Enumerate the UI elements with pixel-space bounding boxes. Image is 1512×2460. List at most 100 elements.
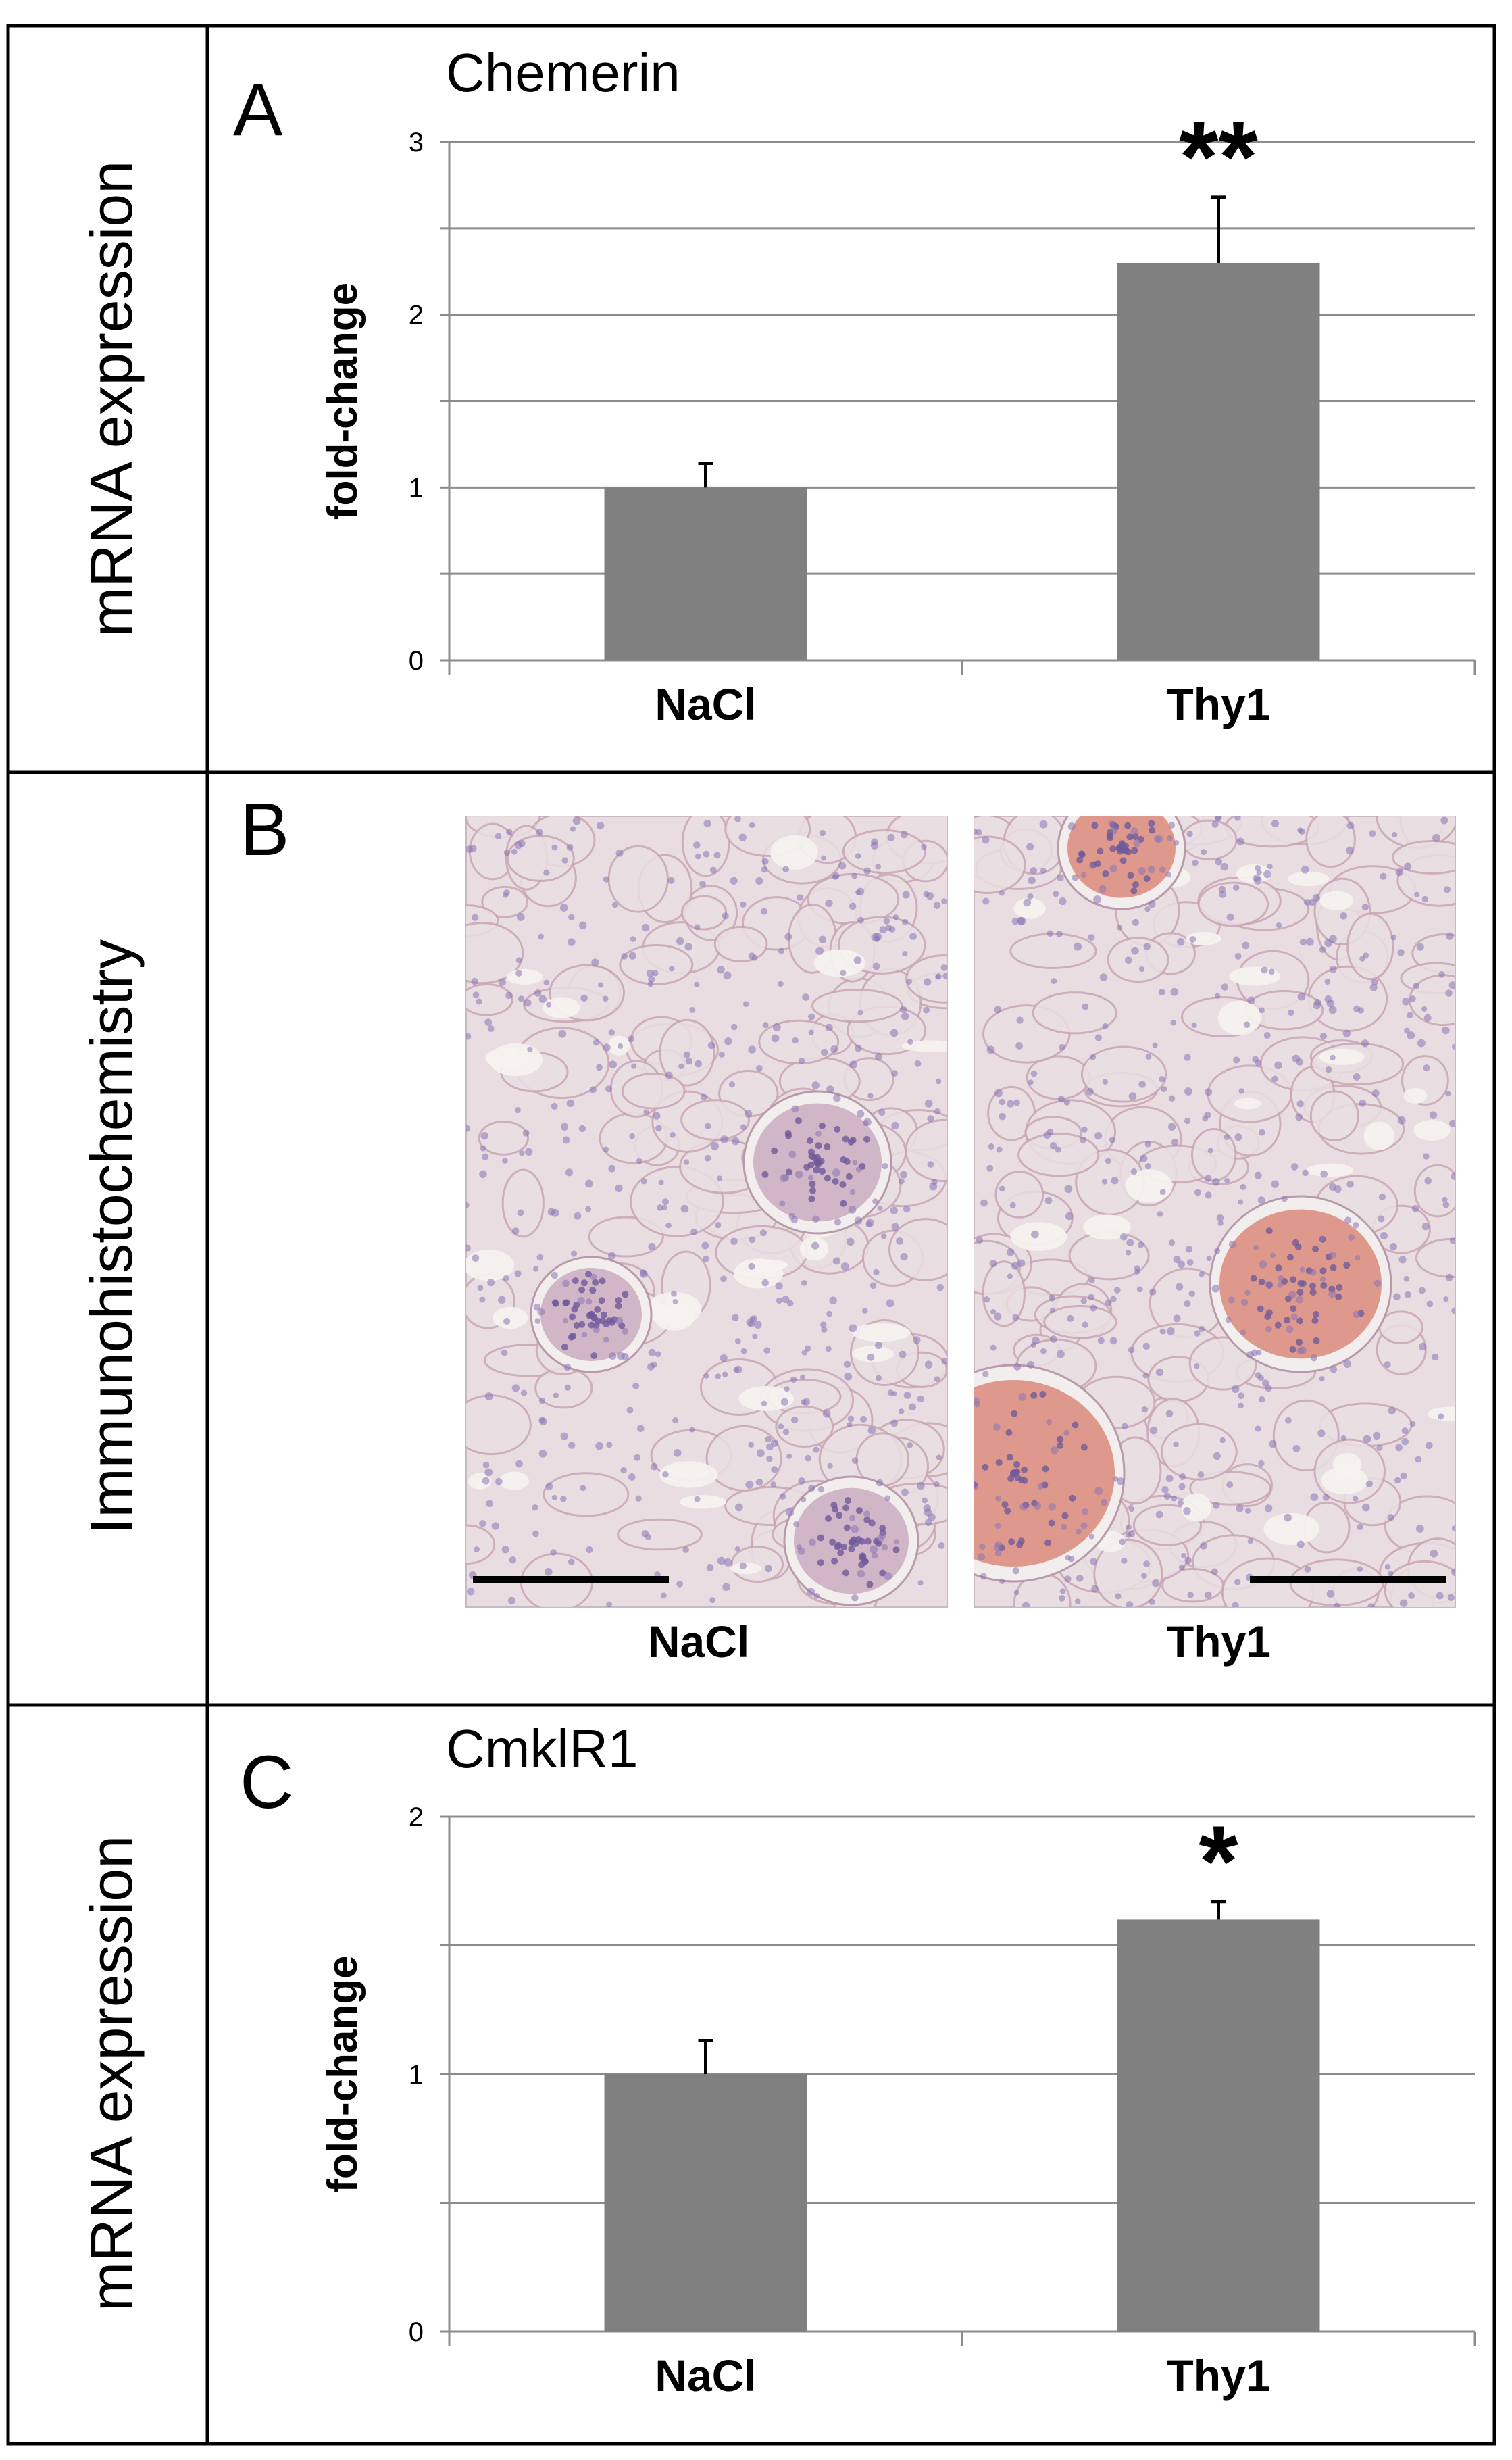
nucleus [1011, 1410, 1018, 1417]
nucleus [572, 1277, 579, 1285]
nucleus [792, 1037, 799, 1044]
nucleus [1397, 1116, 1406, 1125]
nucleus [1304, 1565, 1311, 1573]
nucleus [941, 898, 947, 904]
nucleus [472, 1254, 480, 1262]
nucleus [1007, 1475, 1015, 1482]
nucleus [936, 1283, 944, 1292]
nucleus [594, 1306, 601, 1313]
nucleus [1357, 1566, 1363, 1572]
nucleus [840, 1200, 847, 1207]
nucleus [477, 1285, 484, 1292]
nucleus [1296, 1317, 1304, 1325]
nucleus [1240, 1329, 1246, 1335]
nucleus [1215, 858, 1223, 866]
nucleus [862, 1308, 868, 1314]
lumen [650, 1304, 672, 1323]
nucleus [1213, 1502, 1220, 1509]
nucleus [1240, 1183, 1246, 1190]
nucleus [602, 995, 609, 1002]
nucleus [801, 1349, 808, 1356]
nucleus [1191, 1022, 1197, 1028]
nucleus [802, 993, 810, 1001]
nucleus [764, 1565, 772, 1573]
nucleus [1187, 1592, 1194, 1598]
nucleus [1170, 987, 1179, 996]
nucleus [982, 1463, 989, 1471]
nucleus [824, 1143, 831, 1150]
nucleus [990, 1344, 997, 1351]
nucleus [1082, 1508, 1089, 1515]
nucleus [974, 1400, 980, 1408]
nucleus [1026, 843, 1034, 851]
micrograph-nacl [465, 816, 948, 1608]
significance-marker: ** [1179, 100, 1258, 214]
nucleus [605, 1085, 613, 1093]
nucleus [622, 1291, 629, 1298]
nucleus [899, 1006, 907, 1014]
nucleus [1445, 1273, 1453, 1281]
nucleus [1392, 831, 1398, 838]
glomerulus [974, 1380, 1115, 1567]
nucleus [1228, 1241, 1236, 1248]
nucleus [1177, 1260, 1185, 1269]
nucleus [1413, 983, 1419, 989]
lumen [1083, 1214, 1131, 1240]
nucleus [1109, 864, 1117, 872]
lumen [1363, 1121, 1395, 1150]
nucleus [784, 933, 792, 941]
nucleus [578, 1125, 586, 1133]
nucleus [590, 1273, 597, 1281]
nucleus [785, 1132, 792, 1139]
nucleus [891, 1121, 899, 1130]
nucleus [1124, 956, 1132, 964]
nucleus [1048, 1519, 1055, 1527]
nucleus [580, 1485, 586, 1492]
nucleus [933, 902, 941, 909]
y-tick-label: 2 [409, 301, 424, 330]
nucleus [596, 1064, 603, 1071]
tubule [705, 1425, 782, 1492]
nucleus [840, 1543, 848, 1550]
nucleus [562, 1317, 569, 1324]
nucleus [1231, 1385, 1240, 1394]
nucleus [603, 1337, 609, 1343]
nucleus [742, 1001, 749, 1008]
nucleus [1157, 1211, 1163, 1217]
nucleus [593, 1039, 600, 1046]
nucleus [1178, 1564, 1185, 1571]
nucleus [1171, 1495, 1177, 1502]
tubule [994, 1171, 1044, 1219]
nucleus [1388, 1571, 1394, 1577]
nucleus [609, 1352, 617, 1360]
tubule [681, 816, 730, 877]
nucleus [648, 1242, 656, 1250]
nucleus [1292, 1054, 1301, 1063]
nucleus [1015, 1042, 1023, 1050]
nucleus [595, 1442, 604, 1450]
nucleus [1284, 1513, 1292, 1522]
nucleus [847, 1421, 853, 1428]
nucleus [585, 1206, 592, 1212]
nucleus [825, 1023, 833, 1031]
nucleus [1057, 1096, 1065, 1103]
nucleus [589, 1086, 597, 1093]
nucleus [845, 1497, 852, 1504]
nucleus [807, 1588, 815, 1596]
nucleus [616, 1352, 625, 1360]
nucleus [640, 1178, 647, 1185]
nucleus [1110, 1296, 1117, 1303]
nucleus [1414, 891, 1420, 897]
nucleus [611, 902, 618, 908]
nucleus [1400, 1472, 1407, 1480]
nucleus [1173, 1441, 1179, 1448]
nucleus [849, 1060, 858, 1069]
nucleus [771, 1147, 778, 1154]
nucleus [1399, 1599, 1408, 1607]
nucleus [1064, 1575, 1072, 1583]
lumen [813, 949, 866, 977]
nucleus [1355, 1255, 1361, 1261]
nucleus [1255, 1425, 1261, 1432]
nucleus [1144, 1163, 1152, 1170]
